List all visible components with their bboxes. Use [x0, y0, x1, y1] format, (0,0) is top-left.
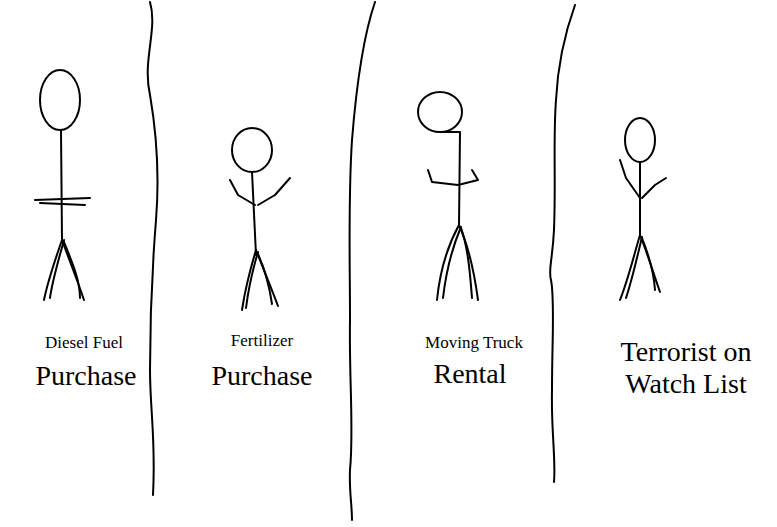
stick-figure [418, 92, 478, 300]
divider-line [550, 5, 575, 482]
stick-figure [35, 70, 90, 300]
figure-caption: Terrorist on Watch List [606, 336, 766, 400]
figure-caption: Moving Truck [425, 333, 523, 353]
figure-caption: Fertilizer [231, 331, 293, 351]
figure-caption: Purchase [211, 360, 312, 392]
figure-caption: Purchase [35, 360, 136, 392]
stick-figure [230, 128, 290, 310]
divider-line [350, 2, 376, 520]
figure-caption: Diesel Fuel [45, 333, 123, 353]
figure-caption: Rental [433, 358, 506, 390]
stick-figure [620, 118, 666, 300]
divider-line [148, 2, 158, 495]
